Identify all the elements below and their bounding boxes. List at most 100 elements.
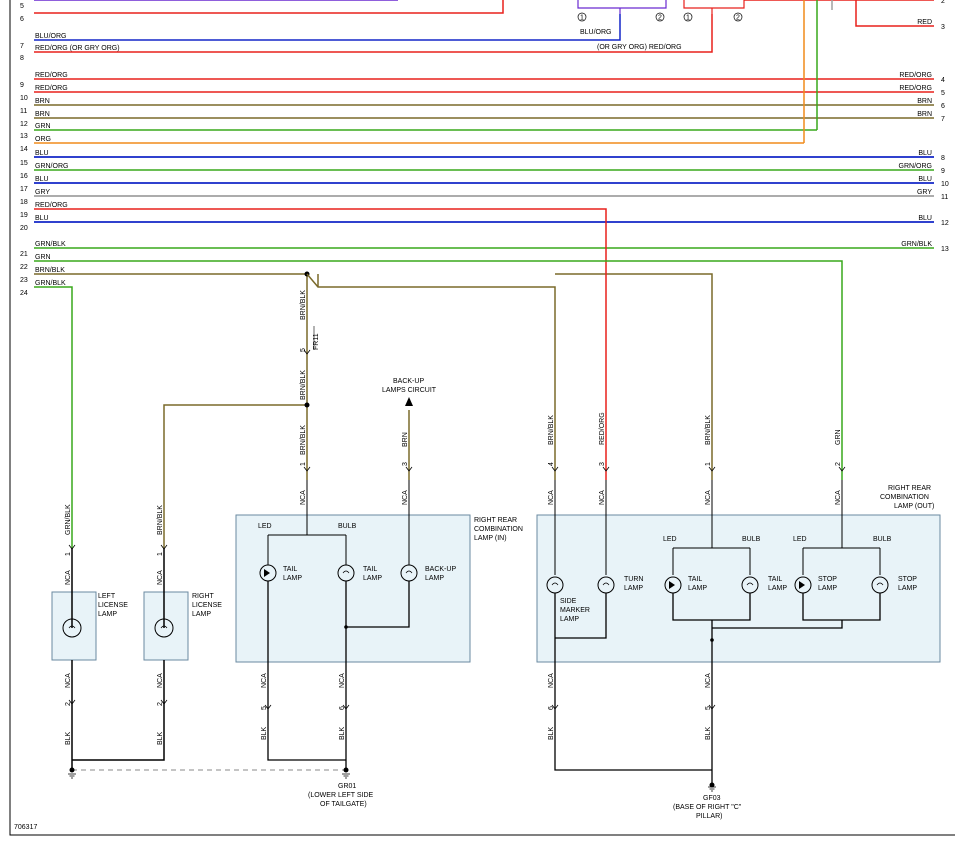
pin-number: 1 bbox=[65, 552, 72, 556]
lamp-label: LAMP bbox=[768, 585, 787, 592]
bulb-filament bbox=[551, 582, 559, 586]
wire-number: 11 bbox=[941, 194, 948, 201]
wire-label: BLU/ORG bbox=[580, 29, 612, 36]
wire-number: 7 bbox=[20, 43, 24, 50]
bulb-filament bbox=[160, 625, 168, 629]
wire-label: BLU bbox=[918, 176, 932, 183]
lamp-label: LAMP bbox=[688, 585, 707, 592]
wire-label: ORG bbox=[35, 136, 51, 143]
wire-grn-blk-left bbox=[34, 286, 73, 548]
wire-label: RED/ORG bbox=[35, 202, 68, 209]
wire-label: RED/ORG bbox=[599, 412, 606, 445]
lamp-label: BACK-UP bbox=[425, 566, 456, 573]
component-label: COMBINATION bbox=[880, 494, 929, 501]
wire-number: 6 bbox=[941, 103, 945, 110]
wire-grn-out bbox=[34, 260, 843, 480]
lamp-label: LAMP bbox=[818, 585, 837, 592]
lamp-label: TAIL bbox=[688, 576, 702, 583]
circuit-label: LAMPS CIRCUIT bbox=[382, 387, 437, 394]
wire-label: NCA bbox=[65, 570, 72, 585]
ground-point bbox=[343, 767, 349, 773]
wire-label: NCA bbox=[705, 490, 712, 505]
splice-dot bbox=[710, 638, 714, 642]
bulb-filament bbox=[342, 570, 350, 574]
wire-number: 9 bbox=[20, 82, 24, 89]
lamp-label: LAMP bbox=[192, 611, 211, 618]
lamp-type-label: LED bbox=[793, 536, 807, 543]
wire-label: NCA bbox=[548, 490, 555, 505]
diagram-frame bbox=[9, 0, 955, 836]
ground-label: GF03 bbox=[703, 795, 721, 802]
connector-chevron-icon bbox=[68, 349, 846, 710]
wire-label: RED/ORG bbox=[35, 72, 68, 79]
lamp-label: LAMP bbox=[283, 575, 302, 582]
wire-label: BLU bbox=[35, 150, 49, 157]
wire-rrcl-out-feed bbox=[554, 480, 881, 575]
bulb-filament bbox=[602, 582, 610, 586]
lamp-label: TAIL bbox=[283, 566, 297, 573]
wire-number: 19 bbox=[20, 212, 28, 219]
lamp-type-label: LED bbox=[663, 536, 677, 543]
wire-label: GRN/BLK bbox=[65, 504, 72, 535]
pin-label: 1 bbox=[686, 15, 690, 22]
wire-number: 22 bbox=[20, 264, 28, 271]
wire-number: 13 bbox=[941, 246, 949, 253]
wire-label: GRN bbox=[35, 254, 51, 261]
wire-label: BLK bbox=[705, 726, 712, 740]
wire-number: 15 bbox=[20, 160, 28, 167]
wire-red-org-turn bbox=[34, 208, 607, 480]
wire-label: NCA bbox=[548, 673, 555, 688]
wire-label: NCA bbox=[705, 673, 712, 688]
bulb-filament bbox=[405, 570, 413, 574]
wire-label: GRN bbox=[35, 123, 51, 130]
wire-label: BRN bbox=[402, 432, 409, 447]
wire-label: NCA bbox=[835, 490, 842, 505]
lamp-label: SIDE bbox=[560, 598, 577, 605]
lamp-label: RIGHT bbox=[192, 593, 215, 600]
lamp-type-label: BULB bbox=[338, 523, 357, 530]
wire-number: 9 bbox=[941, 168, 945, 175]
pin-number: 3 bbox=[599, 462, 606, 466]
pin-circle bbox=[683, 12, 693, 22]
lamp-label: TAIL bbox=[363, 566, 377, 573]
lamp-label: LAMP bbox=[98, 611, 117, 618]
wire-number: 18 bbox=[20, 199, 28, 206]
wire-number: 6 bbox=[20, 16, 24, 23]
wire-rrcl-in-ground bbox=[267, 581, 410, 770]
wire-number: 24 bbox=[20, 290, 28, 297]
wire-label: RED bbox=[917, 19, 932, 26]
wire-rrcl-in-feed bbox=[267, 480, 410, 565]
wire-label: GRY bbox=[917, 189, 932, 196]
wire-number: 12 bbox=[20, 121, 28, 128]
bulb-filament bbox=[876, 582, 884, 586]
arrow-up-icon bbox=[405, 397, 413, 406]
lamp-label: LEFT bbox=[98, 593, 116, 600]
led-symbol bbox=[669, 581, 675, 589]
circuit-label: BACK-UP bbox=[393, 378, 424, 385]
wire-label: BLK bbox=[157, 731, 164, 745]
wire-brn-blk-tail bbox=[317, 273, 713, 480]
left-license-lamp-box bbox=[51, 591, 97, 661]
wire-number: 5 bbox=[20, 3, 24, 10]
wire-label: BLU bbox=[35, 215, 49, 222]
lamp-label: TURN bbox=[624, 576, 643, 583]
wire-label: GRN/BLK bbox=[35, 280, 66, 287]
ground-label: (BASE OF RIGHT "C" bbox=[673, 804, 742, 811]
wire-number: 21 bbox=[20, 251, 28, 258]
lamp-label: LAMP bbox=[560, 616, 579, 623]
wire-label: NCA bbox=[65, 673, 72, 688]
lamp-label: LAMP bbox=[425, 575, 444, 582]
pin-number: 4 bbox=[548, 462, 555, 466]
lamp-type-label: BULB bbox=[873, 536, 892, 543]
wire-label: GRY bbox=[35, 189, 50, 196]
wire-number: 14 bbox=[20, 146, 28, 153]
ground-label: OF TAILGATE) bbox=[320, 801, 367, 808]
wire-rrcl-out-ground bbox=[554, 593, 881, 785]
wire-number: 7 bbox=[941, 116, 945, 123]
lamp-type-label: BULB bbox=[742, 536, 761, 543]
wire-number: 5 bbox=[941, 90, 945, 97]
wire-label: NCA bbox=[402, 490, 409, 505]
wire-label: NCA bbox=[157, 673, 164, 688]
wire-number: 10 bbox=[941, 181, 949, 188]
